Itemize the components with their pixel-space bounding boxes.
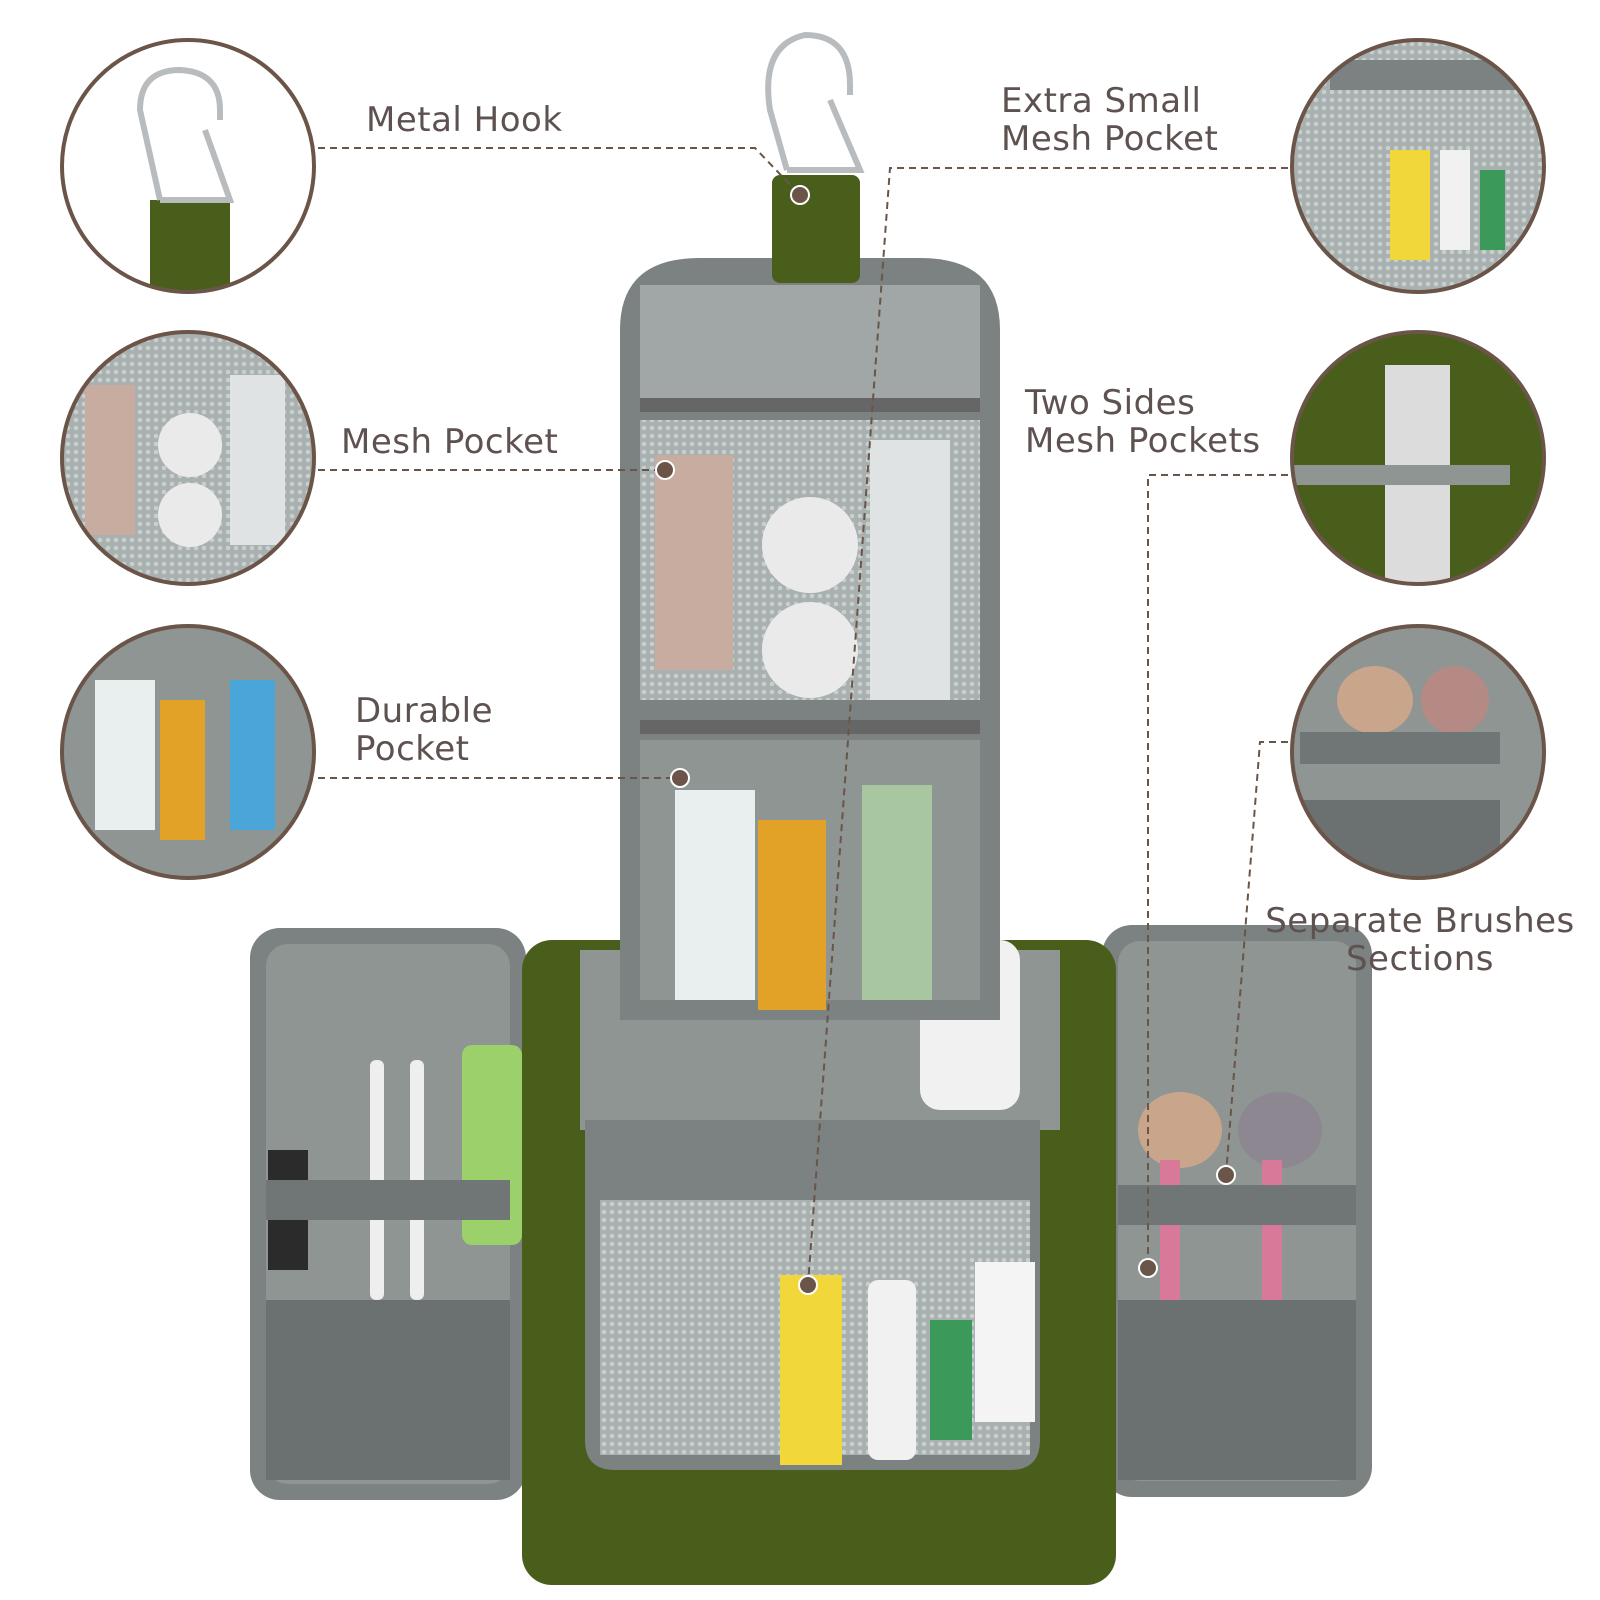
detail-circle-brushes bbox=[1292, 626, 1544, 878]
metal-hook bbox=[765, 31, 865, 283]
left-side-panel bbox=[250, 928, 526, 1500]
label-line: Separate Brushes bbox=[1265, 901, 1575, 941]
leader-dots bbox=[655, 185, 1236, 1295]
label-extra-small-mesh-pocket: Extra Small Mesh Pocket bbox=[1001, 82, 1218, 158]
detail-circle-durable-pocket bbox=[62, 626, 314, 878]
circle-borders bbox=[60, 38, 1546, 880]
label-mesh-pocket: Mesh Pocket bbox=[341, 422, 559, 462]
right-side-panel bbox=[1102, 925, 1372, 1497]
label-line: Durable bbox=[355, 691, 493, 731]
detail-circle-hook bbox=[62, 40, 314, 292]
main-bag-body bbox=[522, 940, 1116, 1585]
label-separate-brushes-sections: Separate Brushes Sections bbox=[1260, 902, 1580, 978]
label-line: Extra Small bbox=[1001, 81, 1202, 121]
label-line: Pocket bbox=[355, 729, 470, 769]
label-durable-pocket: Durable Pocket bbox=[355, 692, 493, 768]
label-line: Two Sides bbox=[1025, 383, 1196, 423]
label-line: Mesh Pocket bbox=[1001, 119, 1219, 159]
label-two-sides-mesh-pockets: Two Sides Mesh Pockets bbox=[1025, 384, 1261, 460]
label-line: Sections bbox=[1345, 939, 1495, 979]
label-metal-hook: Metal Hook bbox=[366, 100, 563, 140]
top-flap bbox=[620, 258, 1000, 1020]
detail-circle-side-mesh bbox=[1292, 332, 1544, 584]
label-line: Mesh Pockets bbox=[1025, 421, 1261, 461]
detail-circle-mesh-pocket bbox=[62, 332, 314, 584]
detail-circle-extra-small-mesh bbox=[1292, 40, 1544, 292]
leader-lines bbox=[318, 147, 1288, 1286]
